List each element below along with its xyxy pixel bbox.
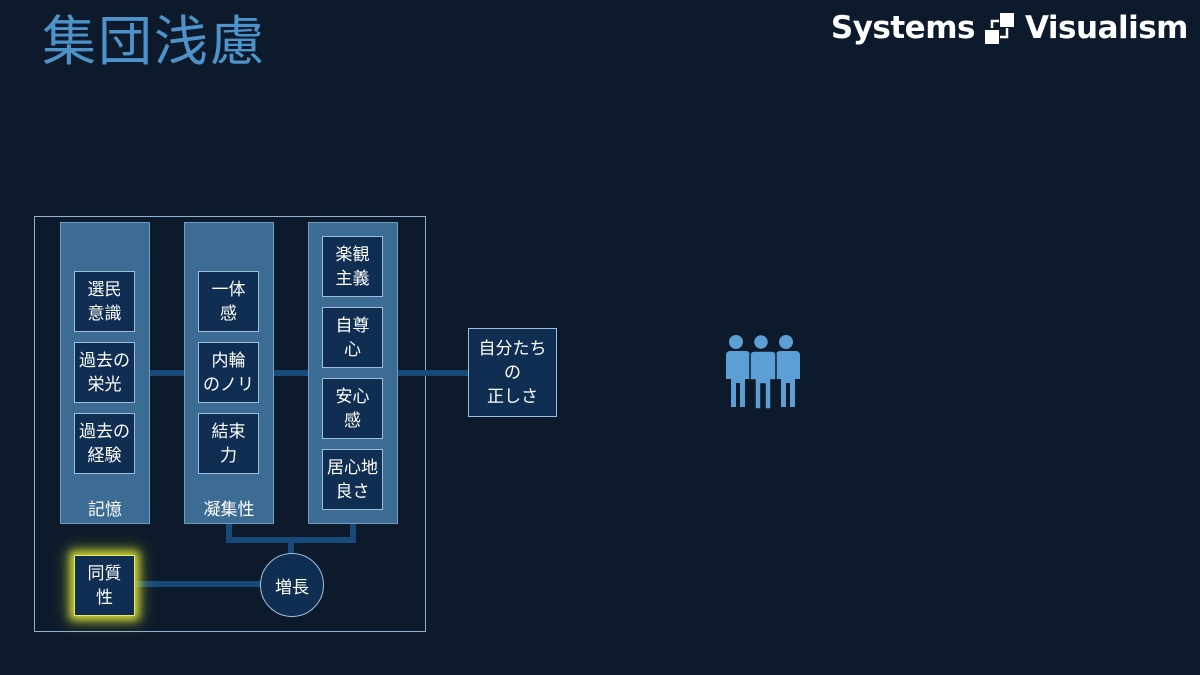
connector-bracket-stem — [288, 540, 294, 556]
diagram-frame — [34, 216, 426, 632]
column-label-cohesion: 凝集性 — [203, 500, 255, 520]
node-homogeneity[interactable]: 同質 性 — [74, 555, 135, 616]
column-label-memory: 記憶 — [88, 500, 122, 520]
node-insider-mood[interactable]: 内輪 のノリ — [198, 342, 259, 403]
node-unity[interactable]: 一体 感 — [198, 271, 259, 332]
flow-square-icon — [984, 13, 1014, 44]
node-past-experience[interactable]: 過去の 経験 — [74, 413, 135, 474]
node-self-esteem[interactable]: 自尊 心 — [322, 307, 383, 368]
connector-bracket-left — [226, 523, 232, 543]
group-of-people-icon — [726, 333, 800, 410]
logo-text-systems: Systems — [830, 10, 976, 46]
node-amplify[interactable]: 増長 — [260, 553, 324, 617]
connector-col3-result — [397, 370, 469, 376]
logo-text-visualism: Visualism — [1024, 10, 1189, 46]
connector-homogeneity-amplify — [136, 581, 261, 587]
node-solidarity[interactable]: 結束 力 — [198, 413, 259, 474]
connector-col1-col2 — [149, 370, 184, 376]
node-our-righteousness[interactable]: 自分たち の 正しさ — [468, 328, 557, 417]
node-past-glory[interactable]: 過去の 栄光 — [74, 342, 135, 403]
node-sense-of-security[interactable]: 安心 感 — [322, 378, 383, 439]
node-chosen-people[interactable]: 選民 意識 — [74, 271, 135, 332]
brand-logo: Systems Visualism — [830, 8, 1189, 48]
connector-col2-col3 — [273, 370, 309, 376]
page-title: 集団浅慮 — [42, 10, 266, 73]
connector-bracket-right — [350, 523, 356, 543]
node-optimism[interactable]: 楽観 主義 — [322, 236, 383, 297]
node-comfort[interactable]: 居心地 良さ — [322, 449, 383, 510]
